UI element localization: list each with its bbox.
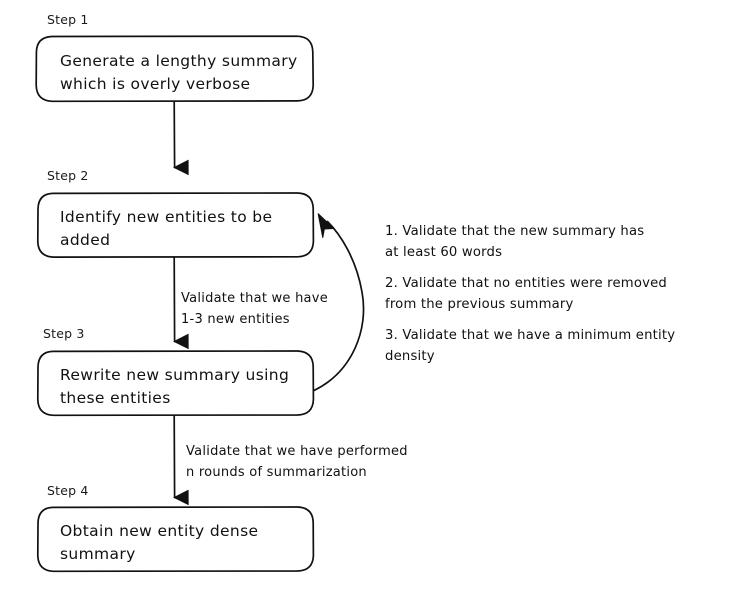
step-2-label: Step 2 [47,168,89,183]
step-4-box[interactable] [36,506,315,573]
validation-note-1: 1. Validate that the new summary has at … [385,224,645,260]
step-1-box[interactable] [35,35,315,103]
validation-note-3: 3. Validate that we have a minimum entit… [385,328,676,364]
edge-label-step3-to-step4: Validate that we have performed n rounds… [186,444,408,480]
step-3-text: Rewrite new summary using these entities [60,366,290,407]
step-4-text: Obtain new entity dense summary [60,522,259,563]
step-1-text: Generate a lengthy summary which is over… [60,52,298,93]
validation-note-2: 2. Validate that no entities were remove… [385,276,667,312]
step-1-label: Step 1 [47,12,89,27]
step-4-label: Step 4 [47,483,89,498]
feedback-arrow-step3-to-step2 [313,213,365,392]
step-3-label: Step 3 [43,326,85,341]
edge-label-step2-to-step3: Validate that we have 1-3 new entities [181,291,328,327]
step-3-box[interactable] [36,350,315,417]
step-2-text: Identify new entities to be added [60,208,273,249]
step-2-box[interactable] [36,192,315,258]
